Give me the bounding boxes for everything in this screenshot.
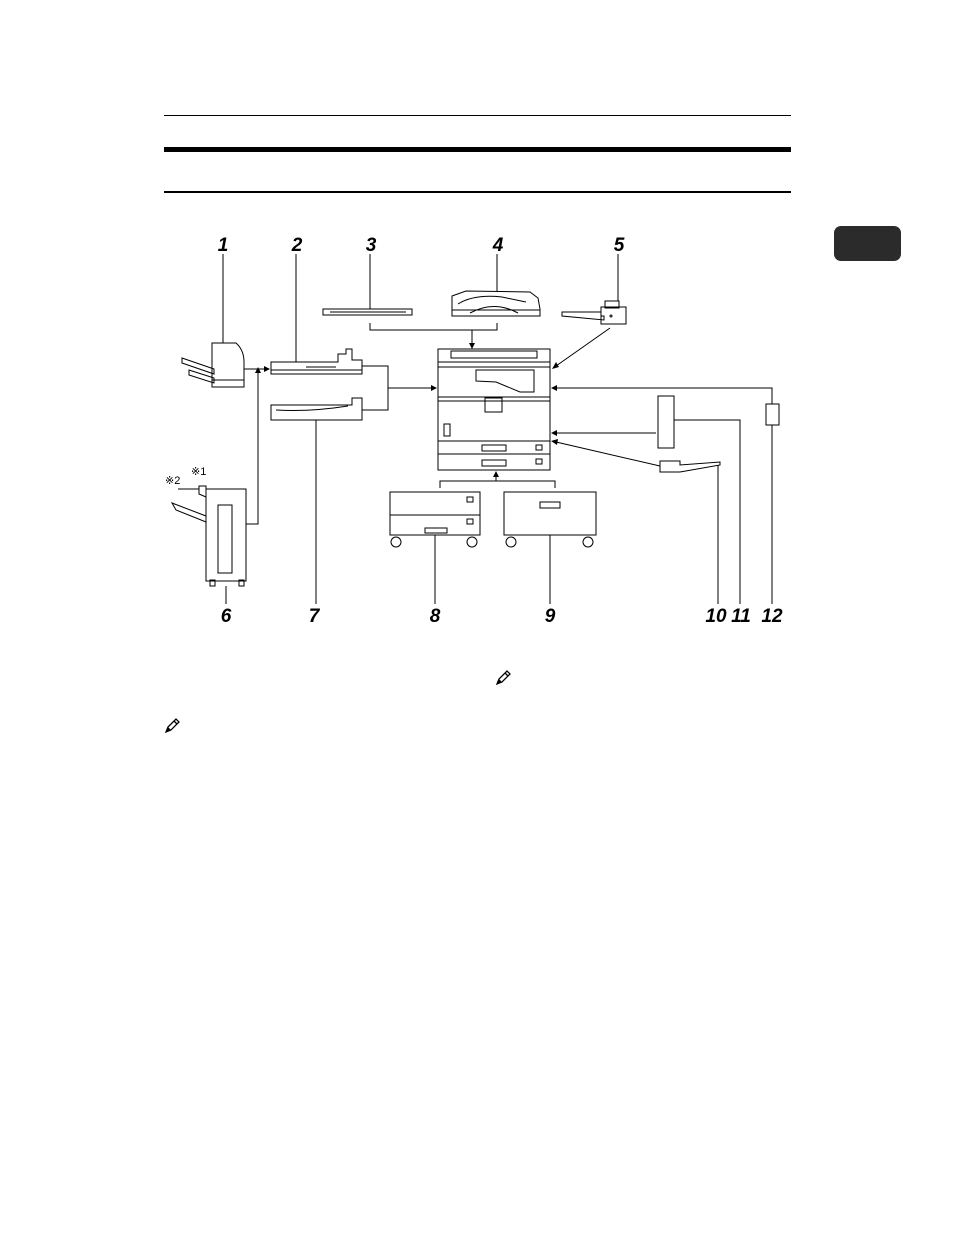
callout-10: 10 — [705, 606, 727, 627]
callout-7: 7 — [309, 606, 321, 627]
callout-9: 9 — [545, 606, 556, 627]
option-4-ardf — [452, 291, 540, 316]
option-11-side-unit — [658, 396, 674, 448]
callout-2: 2 — [291, 235, 303, 256]
option-1-finisher — [182, 343, 244, 387]
callout-11: 11 — [731, 606, 751, 627]
option-3-platen-cover — [323, 309, 412, 315]
option-6-finisher — [172, 486, 246, 586]
tray-mark-1: ※1 — [191, 466, 206, 478]
callout-12: 12 — [761, 606, 783, 627]
callout-4: 4 — [492, 235, 504, 256]
option-5-one-bin-tray — [562, 301, 626, 324]
main-unit — [438, 349, 550, 470]
callout-3: 3 — [366, 235, 377, 256]
option-7-internal-tray — [271, 398, 362, 420]
callout-8: 8 — [430, 606, 441, 627]
option-10-bypass-tray — [660, 461, 720, 472]
option-2-bridge-unit — [271, 349, 362, 374]
callout-1: 1 — [218, 235, 229, 256]
note-icon — [163, 717, 181, 735]
option-12-key-counter — [766, 404, 779, 425]
callout-5: 5 — [614, 235, 625, 256]
note-icon — [494, 669, 512, 687]
tray-mark-2: ※2 — [165, 475, 180, 487]
callout-6: 6 — [221, 606, 232, 627]
